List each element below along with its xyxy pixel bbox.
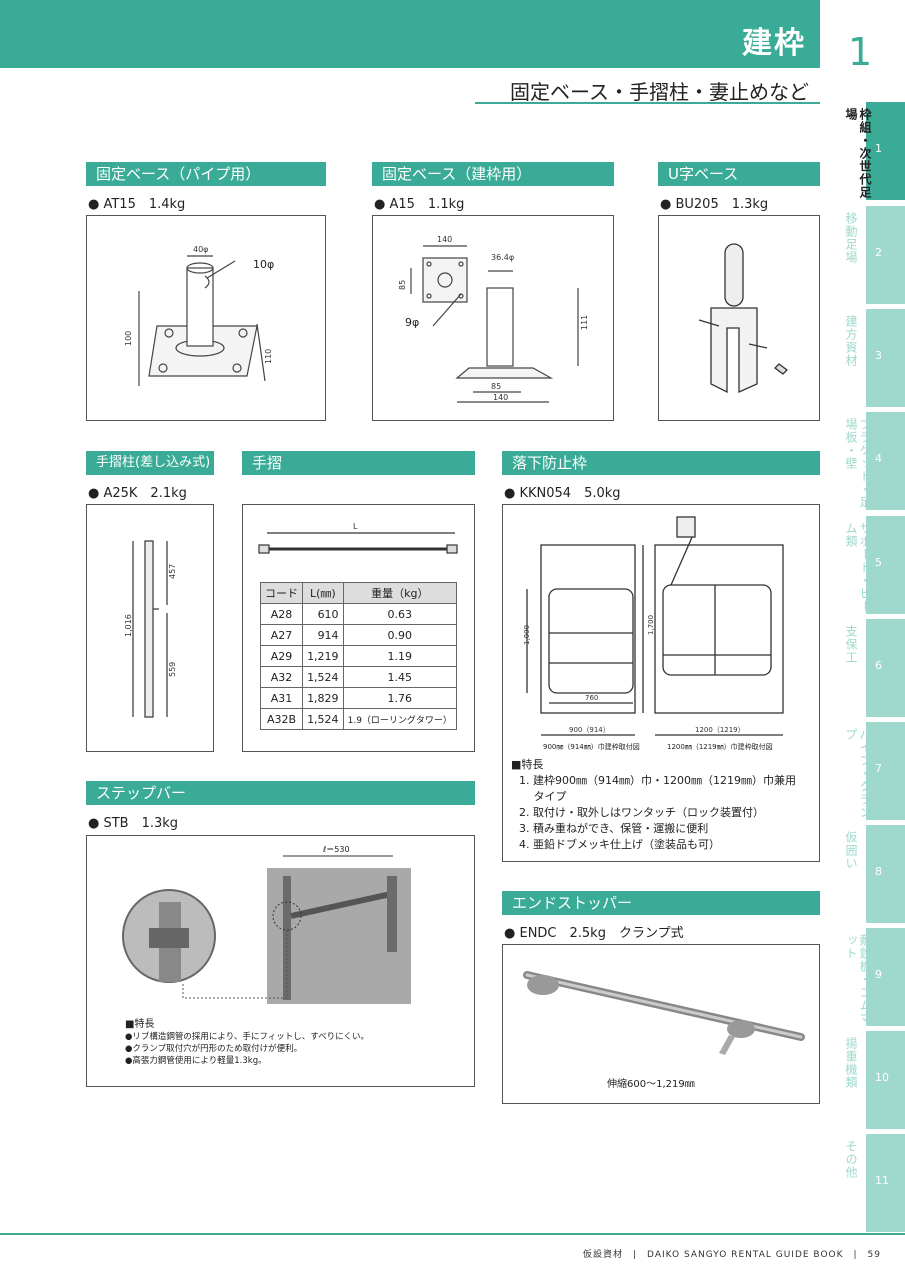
section-header-kkn054: 落下防止枠 [502,451,820,475]
header-line [0,66,820,68]
header-bar: 建枠 [0,0,820,66]
handrail-drawing: L [258,522,458,554]
section-header-handrail: 手摺 [242,451,475,475]
dim-140-bottom: 140 [493,393,508,402]
dim-457: 457 [168,564,177,579]
dim-9: 9φ [405,316,419,329]
section-header-a15: 固定ベース（建枠用） [372,162,614,186]
section-header-bu205: U字ベース [658,162,820,186]
footer-text: 仮設資材 | DAIKO SANGYO RENTAL GUIDE BOOK | … [583,1250,881,1260]
figure-stb: ℓ＝530 ■特長 ●リブ構造鋼管の採用により、手にフィットし、すべりにくい。 … [86,835,475,1087]
caption-900: 900㎜（914㎜）巾建枠取付図 [543,742,640,751]
item-endc: ● ENDC 2.5kg クランプ式 [504,926,684,941]
dim-111: 111 [580,315,589,330]
page-subtitle: 固定ベース・手摺柱・妻止めなど [510,80,809,104]
item-a15: ● A15 1.1kg [374,197,465,212]
fall-prevention-frame-drawing: 1,000 760 900（914） 1,700 1200（1219） 900㎜… [523,516,784,751]
dim-760: 760 [585,694,598,702]
handrail-post-drawing: 1,016 457 559 [124,540,177,718]
item-at15: ● AT15 1.4kg [88,197,186,212]
section-header-at15: 固定ベース（パイプ用） [86,162,326,186]
figure-bu205 [658,215,820,421]
step-bar-drawing: ℓ＝530 [122,845,411,1004]
dim-1016: 1,016 [124,614,133,637]
col-code: コード [259,582,304,604]
figure-a15: 140 36.4φ 85 9φ 111 85 140 [372,215,614,421]
stb-features: ■特長 ●リブ構造鋼管の採用により、手にフィットし、すべりにくい。 ●クランプ取… [125,1019,369,1066]
figure-kkn054: 1,000 760 900（914） 1,700 1200（1219） 900㎜… [502,504,820,862]
dim-85-side: 85 [398,280,407,290]
caption-1200: 1200㎜（1219㎜）巾建枠取付図 [667,742,773,751]
dim-559: 559 [168,662,177,677]
col-length: L(㎜) [302,582,344,604]
fixed-base-pipe-drawing: 40φ 10φ 100 110 [124,245,274,386]
item-kkn054: ● KKN054 5.0kg [504,486,621,501]
dim-1700: 1,700 [647,615,655,635]
figure-at15: 40φ 10φ 100 110 [86,215,326,421]
dim-900: 900（914） [569,726,610,734]
endc-caption: 伸縮600～1,219㎜ [607,1079,695,1090]
footer-line [0,1233,905,1235]
dim-530: ℓ＝530 [322,845,350,854]
chapter-number: 1 [848,30,873,74]
dim-40: 40φ [193,245,208,254]
dim-85-bottom: 85 [491,382,501,391]
end-stopper-drawing [523,971,805,1055]
section-header-a25k: 手摺柱(差し込み式) [86,451,214,475]
dim-110: 110 [264,349,273,364]
figure-a25k: 1,016 457 559 [86,504,214,752]
subtitle-underline [475,102,820,104]
fixed-base-frame-drawing: 140 36.4φ 85 9φ 111 85 140 [398,235,589,403]
section-header-endc: エンドストッパー [502,891,820,915]
figure-endc: 伸縮600～1,219㎜ [502,944,820,1104]
dim-1000: 1,000 [523,625,531,645]
kkn054-features: ■特長 1. 建枠900㎜（914㎜）巾・1200㎜（1219㎜）巾兼用 タイプ… [511,758,796,851]
dim-10: 10φ [253,258,274,271]
section-header-stb: ステップバー [86,781,475,805]
dim-l: L [353,522,358,531]
dim-1200: 1200（1219） [695,726,745,734]
dim-36-4: 36.4φ [491,253,514,262]
dim-140-top: 140 [437,235,452,244]
u-base-drawing [698,243,788,394]
dim-100: 100 [124,331,133,346]
col-weight: 重量（kg） [342,582,458,604]
item-a25k: ● A25K 2.1kg [88,486,187,501]
item-bu205: ● BU205 1.3kg [660,197,769,212]
item-stb: ● STB 1.3kg [88,816,179,831]
page-title: 建枠 [742,26,806,61]
